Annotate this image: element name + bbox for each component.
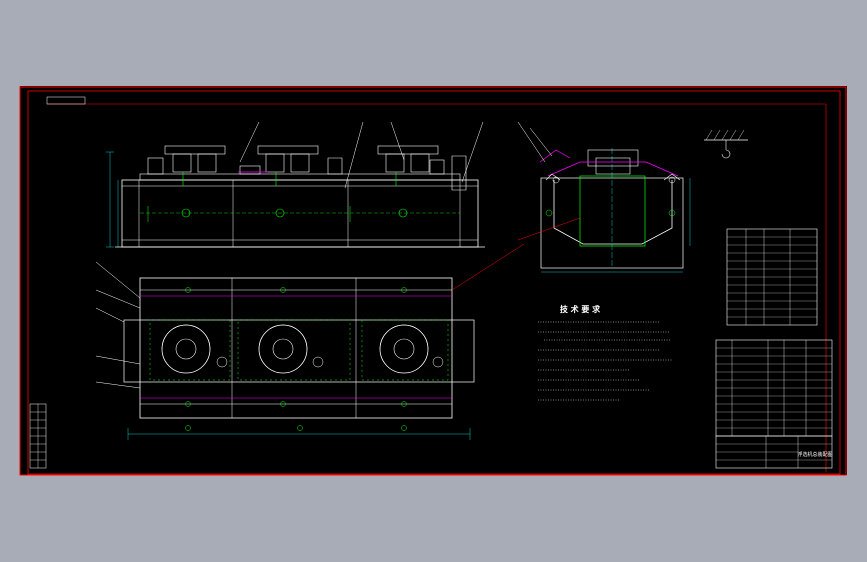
parameter-table	[726, 228, 818, 326]
front-elevation-view	[106, 121, 485, 248]
drawing-canvas	[20, 86, 847, 475]
lifting-hook-symbol	[704, 129, 748, 159]
technical-requirements: 技 术 要 求	[538, 304, 672, 401]
plan-view	[95, 243, 525, 440]
inner-frame	[27, 90, 841, 475]
side-section-view	[517, 121, 691, 273]
title-block: 浮选机总装配图	[715, 435, 833, 469]
parts-list	[715, 339, 833, 437]
drawing-title: 浮选机总装配图	[797, 451, 832, 458]
drawing-code-box	[46, 96, 86, 105]
left-revision-block	[29, 403, 47, 469]
tech-req-heading: 技 术 要 求	[560, 304, 601, 314]
outer-frame	[19, 86, 847, 476]
